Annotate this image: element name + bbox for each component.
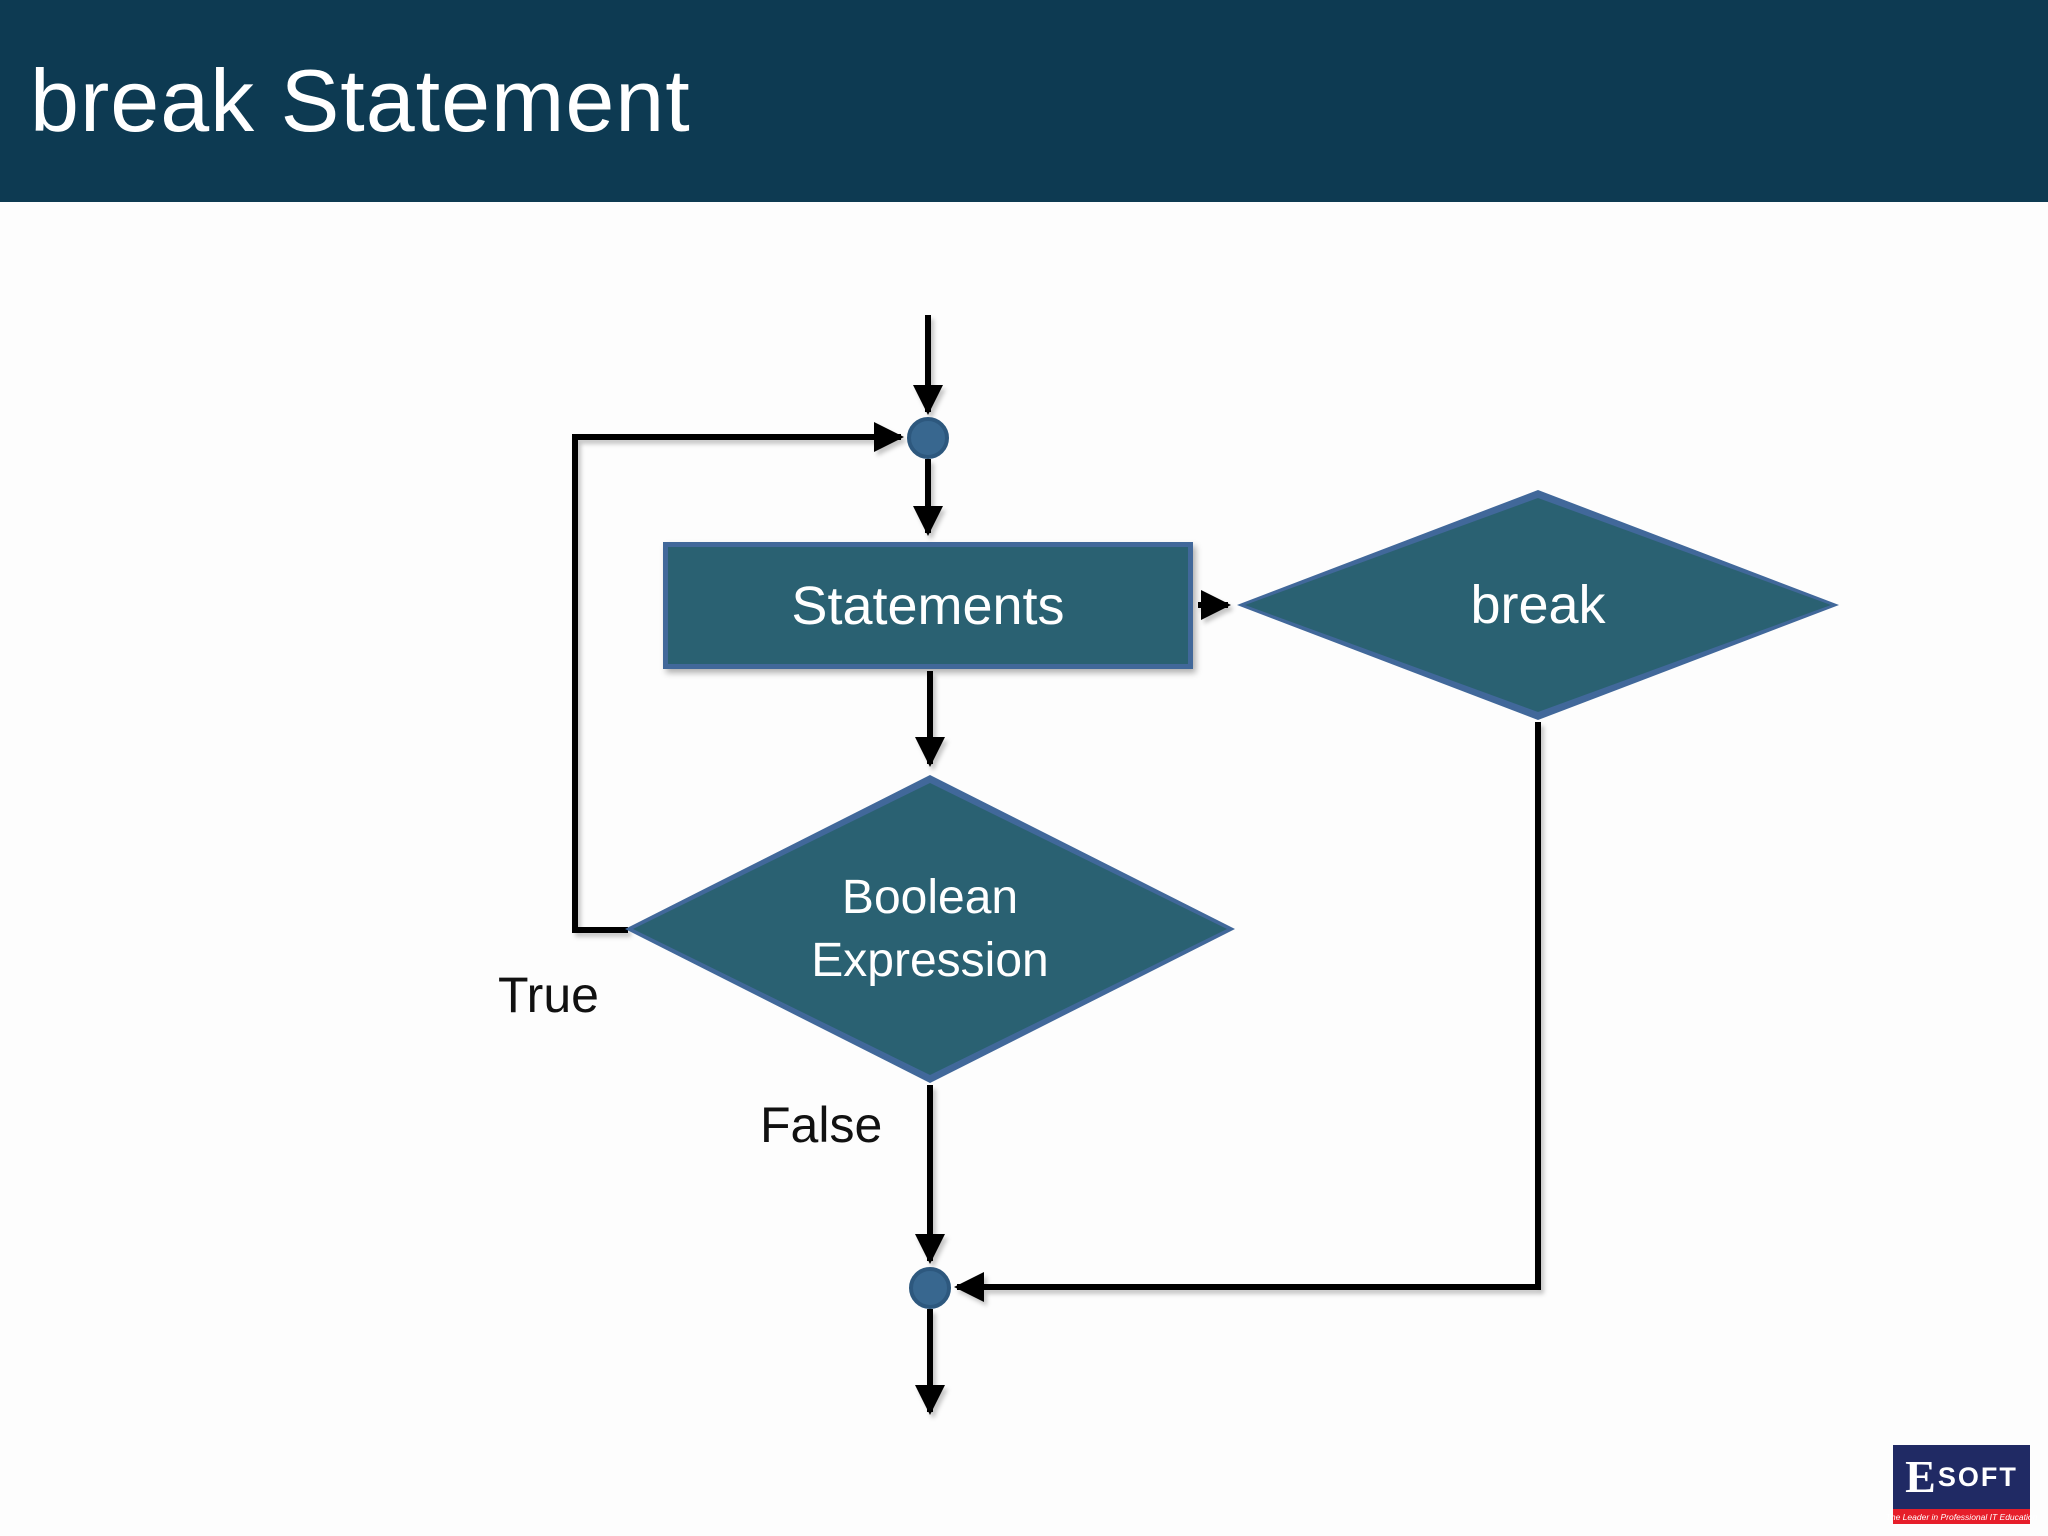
decision-break-label: break: [1470, 575, 1606, 635]
branch-label-false: False: [760, 1097, 883, 1153]
process-statements: Statements: [663, 542, 1193, 669]
logo-text-soft: SOFT: [1937, 1461, 2018, 1492]
merge-junction-connector: [909, 1267, 951, 1309]
slide-title: break Statement: [30, 51, 691, 150]
process-statements-label: Statements: [791, 575, 1065, 636]
decision-boolean-label-line1: Boolean: [841, 870, 1019, 924]
branch-label-true: True: [498, 967, 599, 1023]
edge-boolean-true-loopback: [572, 422, 904, 933]
loop-junction-connector: [907, 417, 949, 459]
esoft-logo: E SOFT The Leader in Professional IT Edu…: [1886, 1445, 2037, 1524]
logo-letter-e: E: [1905, 1451, 1936, 1502]
logo-tagline: The Leader in Professional IT Education: [1885, 1511, 2038, 1522]
decision-boolean-label-line2: Expression: [811, 934, 1049, 987]
slide-title-bar: break Statement: [0, 0, 2048, 202]
edge-break-to-merge: [954, 722, 1541, 1302]
